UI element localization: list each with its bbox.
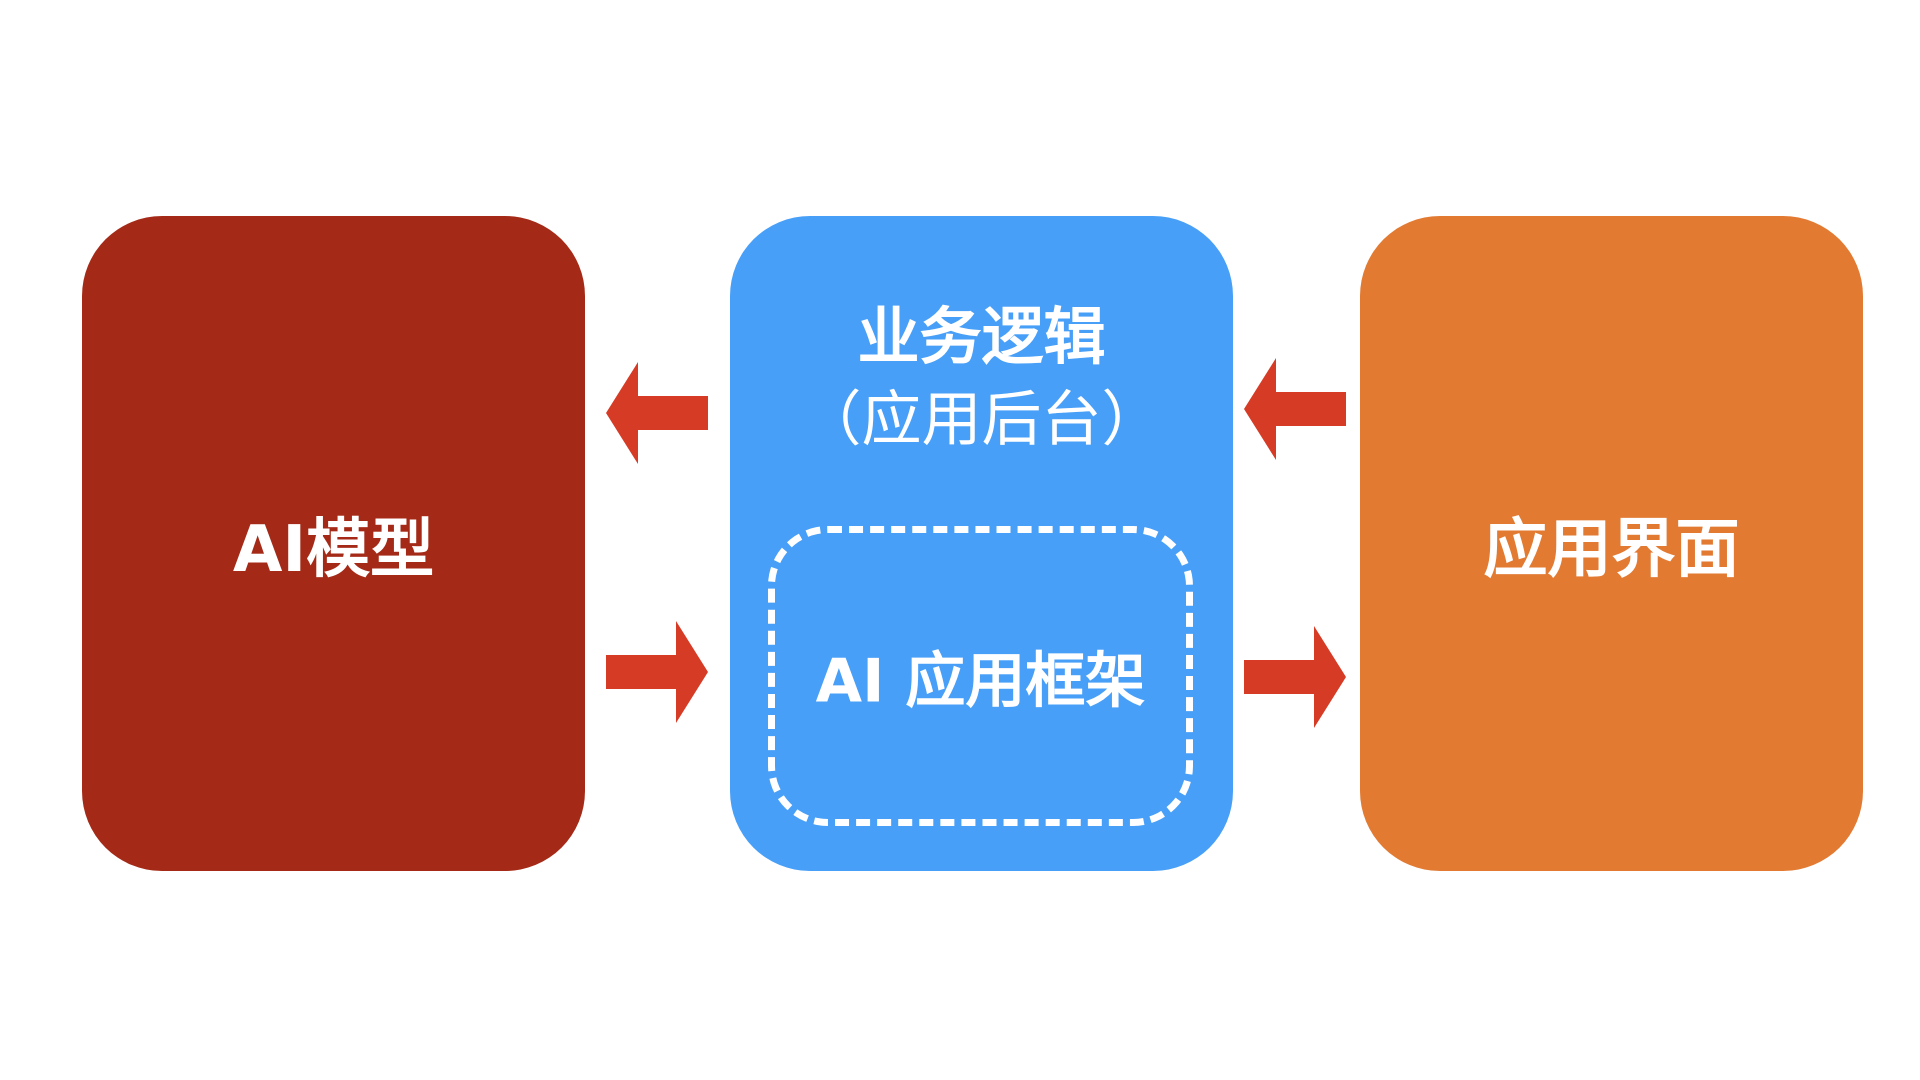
arrow-logic-to-ui (1244, 626, 1346, 728)
app-ui-box: 应用界面 (1360, 216, 1863, 871)
app-ui-label: 应用界面 (1483, 512, 1740, 587)
arrow-model-to-logic (606, 621, 708, 723)
business-logic-title: 业务逻辑 (857, 300, 1106, 373)
ai-framework-dashed-box: AI 应用框架 (768, 526, 1193, 826)
ai-model-box: AI模型 (82, 216, 585, 871)
arrow-ui-to-logic (1244, 358, 1346, 460)
arrow-logic-to-model (606, 362, 708, 464)
business-logic-box: 业务逻辑 （应用后台） AI 应用框架 (730, 216, 1233, 871)
business-logic-subtitle: （应用后台） (801, 385, 1162, 455)
ai-framework-label: AI 应用框架 (815, 646, 1146, 717)
ai-model-label: AI模型 (232, 512, 435, 587)
